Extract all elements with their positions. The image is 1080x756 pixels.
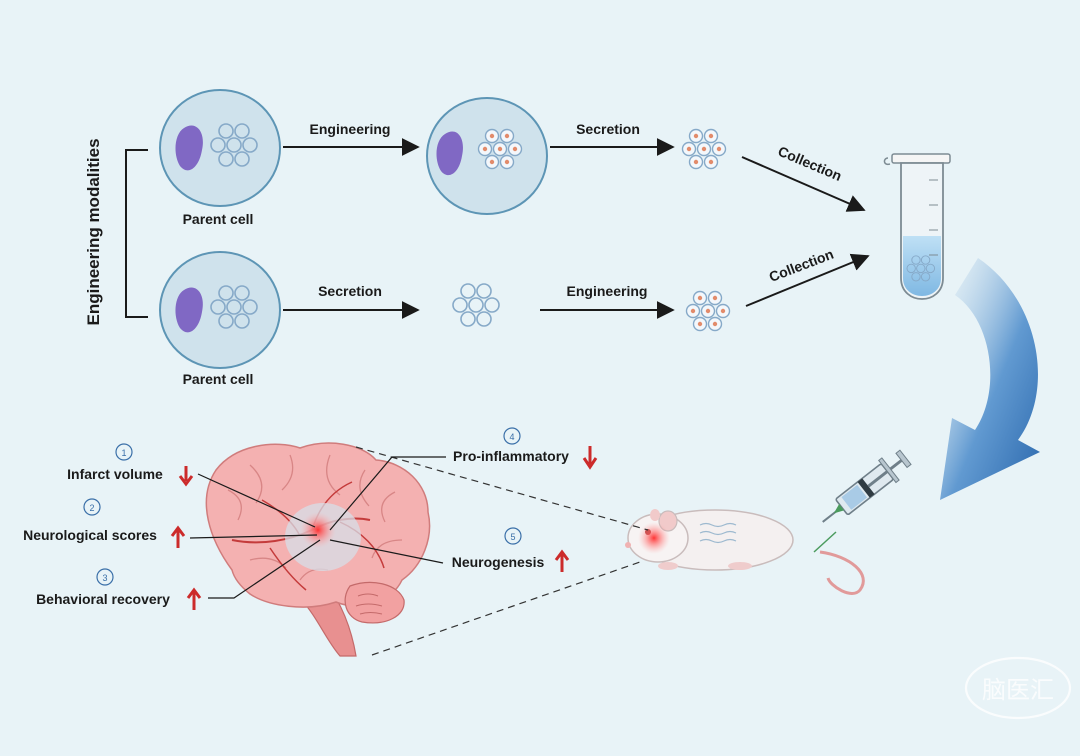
modalities-bracket xyxy=(125,149,148,318)
top-arrow-3 xyxy=(741,156,866,212)
collection-tube-icon xyxy=(883,153,951,300)
syringe-icon xyxy=(822,449,912,523)
arrow-up-icon xyxy=(170,525,186,548)
outcome-label: Infarct volume xyxy=(67,466,163,482)
side-label: Engineering modalities xyxy=(84,138,103,325)
top-step2-label: Secretion xyxy=(576,121,640,137)
arrow-down-icon xyxy=(582,446,598,470)
top-parent-cell xyxy=(159,89,281,207)
mouse-icon xyxy=(625,509,865,595)
watermark-logo: 脑医汇 xyxy=(964,656,1072,720)
outcome-number: 2 xyxy=(89,503,94,513)
arrow-up-icon xyxy=(554,549,570,572)
zoom-line-top xyxy=(355,446,649,531)
zoom-line-bottom xyxy=(371,561,641,656)
outcome-number: 3 xyxy=(102,573,107,583)
nucleus-shape xyxy=(175,125,203,171)
top-step3-label: Collection xyxy=(776,143,845,184)
bottom-arrow-3 xyxy=(745,253,870,307)
outcome-leader-lines xyxy=(189,456,446,599)
brain-illustration xyxy=(205,442,431,657)
top-engineered-cell xyxy=(426,97,548,215)
top-step1-label: Engineering xyxy=(310,121,391,137)
outcome-1: 1 Infarct volume xyxy=(67,443,194,487)
outcome-number: 5 xyxy=(510,532,515,542)
outcome-number: 4 xyxy=(509,432,514,442)
top-parent-label: Parent cell xyxy=(183,211,254,227)
bottom-step1-label: Secretion xyxy=(318,283,382,299)
outcome-4: 4 Pro-inflammatory xyxy=(453,427,598,470)
outcome-3: 3 Behavioral recovery xyxy=(36,568,202,610)
outcome-5: 5 Neurogenesis xyxy=(452,527,570,572)
arrow-down-icon xyxy=(178,466,194,487)
outcome-number: 1 xyxy=(121,448,126,458)
top-secreted-vesicles xyxy=(681,128,727,170)
bottom-step2-label: Engineering xyxy=(567,283,648,299)
bottom-parent-label: Parent cell xyxy=(183,371,254,387)
outcome-label: Pro-inflammatory xyxy=(453,448,569,464)
bottom-step3-label: Collection xyxy=(767,246,836,285)
delivery-arrow xyxy=(940,258,1040,500)
bottom-secreted-vesicles xyxy=(452,283,500,327)
outcome-2: 2 Neurological scores xyxy=(23,498,186,548)
outcome-label: Neurological scores xyxy=(23,527,157,543)
watermark-text: 脑医汇 xyxy=(982,676,1054,704)
outcome-label: Behavioral recovery xyxy=(36,591,170,607)
outcome-label: Neurogenesis xyxy=(452,554,545,570)
bottom-parent-cell xyxy=(159,251,281,369)
bottom-loaded-vesicles xyxy=(685,290,731,332)
arrow-up-icon xyxy=(186,587,202,610)
